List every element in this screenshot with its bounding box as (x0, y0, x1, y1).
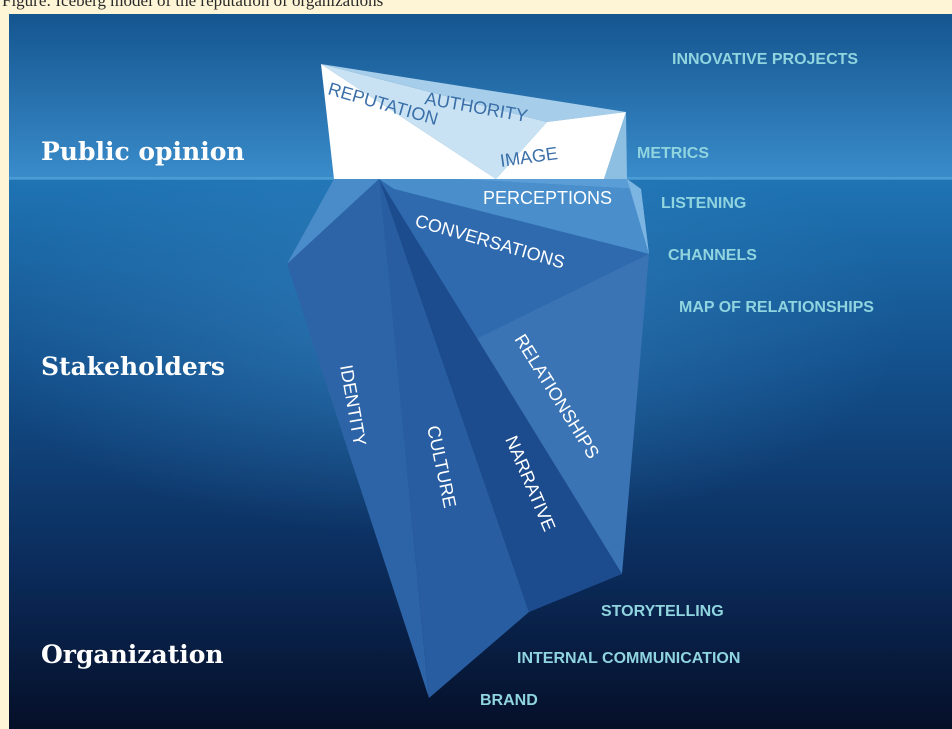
ice-face-culture (379, 179, 622, 612)
figure-caption: Figure: Iceberg model of the reputation … (0, 0, 952, 14)
level-label-organization: Organization (41, 640, 224, 669)
iceberg-body (287, 179, 649, 698)
tool-label-innovative-projects: INNOVATIVE PROJECTS (672, 51, 858, 68)
tool-label-channels: CHANNELS (668, 247, 757, 264)
figure-caption-text: Figure: Iceberg model of the reputation … (2, 0, 384, 10)
ice-face-relationships (472, 254, 649, 574)
ice-face-authority (321, 64, 547, 179)
ice-face-authority-upper (321, 64, 626, 122)
tool-label-metrics: METRICS (637, 145, 709, 162)
ice-face-conversations (379, 179, 649, 341)
ice-face-image (496, 112, 626, 179)
level-label-public-opinion: Public opinion (41, 137, 245, 166)
ice-face-perceptions-right (627, 179, 649, 254)
tool-label-storytelling: STORYTELLING (601, 603, 724, 620)
tool-label-brand: BRAND (480, 692, 538, 709)
ice-face-left (287, 179, 429, 698)
ice-face-right-edge (604, 112, 627, 179)
ice-face-perceptions (379, 179, 649, 254)
level-label-stakeholders: Stakeholders (41, 352, 225, 381)
iceberg-tip (321, 64, 627, 179)
iceberg-diagram: Public opinion Stakeholders Organization… (9, 14, 952, 729)
tool-label-listening: LISTENING (661, 195, 746, 212)
ice-label-perceptions: PERCEPTIONS (483, 188, 612, 208)
iceberg-svg: Public opinion Stakeholders Organization… (9, 14, 952, 729)
tool-label-internal-communication: INTERNAL COMMUNICATION (517, 650, 740, 667)
tool-label-map-of-relationships: MAP OF RELATIONSHIPS (679, 299, 874, 316)
ice-face-perceptions-top (459, 179, 641, 189)
